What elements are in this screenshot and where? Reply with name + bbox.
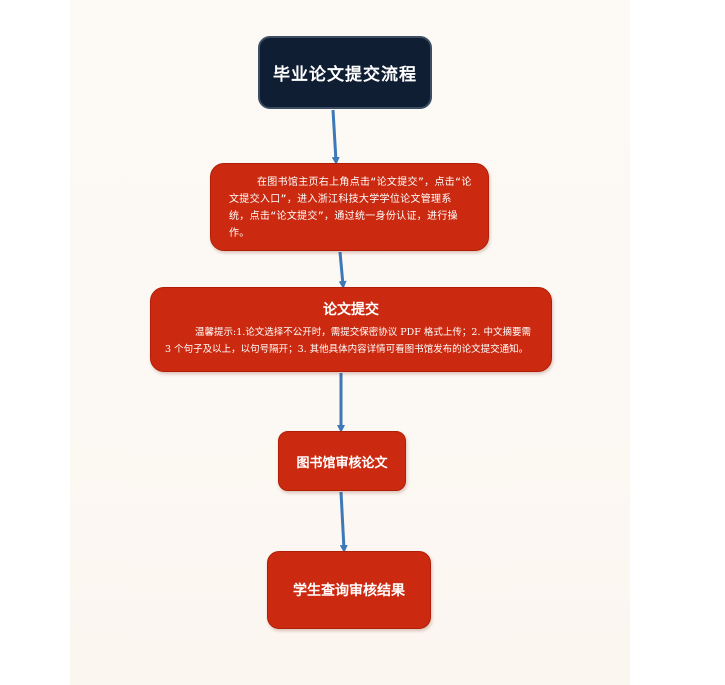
step-submit-box: 论文提交 温馨提示:1.论文选择不公开时，需提交保密协议 PDF 格式上传；2.… — [150, 287, 552, 372]
flowchart-title-box: 毕业论文提交流程 — [258, 36, 432, 109]
step-review-box: 图书馆审核论文 — [278, 431, 406, 491]
step-entry-text: 在图书馆主页右上角点击“论文提交”，点击“论文提交入口”，进入浙江科技大学学位论… — [229, 177, 472, 239]
step-result-box: 学生查询审核结果 — [267, 551, 431, 629]
step-review-text: 图书馆审核论文 — [296, 455, 388, 471]
step-submit-tips: 温馨提示:1.论文选择不公开时，需提交保密协议 PDF 格式上传；2. 中文摘要… — [165, 326, 531, 355]
flowchart-title: 毕业论文提交流程 — [273, 65, 417, 85]
step-submit-heading: 论文提交 — [323, 301, 379, 318]
step-entry-box: 在图书馆主页右上角点击“论文提交”，点击“论文提交入口”，进入浙江科技大学学位论… — [210, 163, 489, 251]
step-result-text: 学生查询审核结果 — [293, 583, 405, 599]
